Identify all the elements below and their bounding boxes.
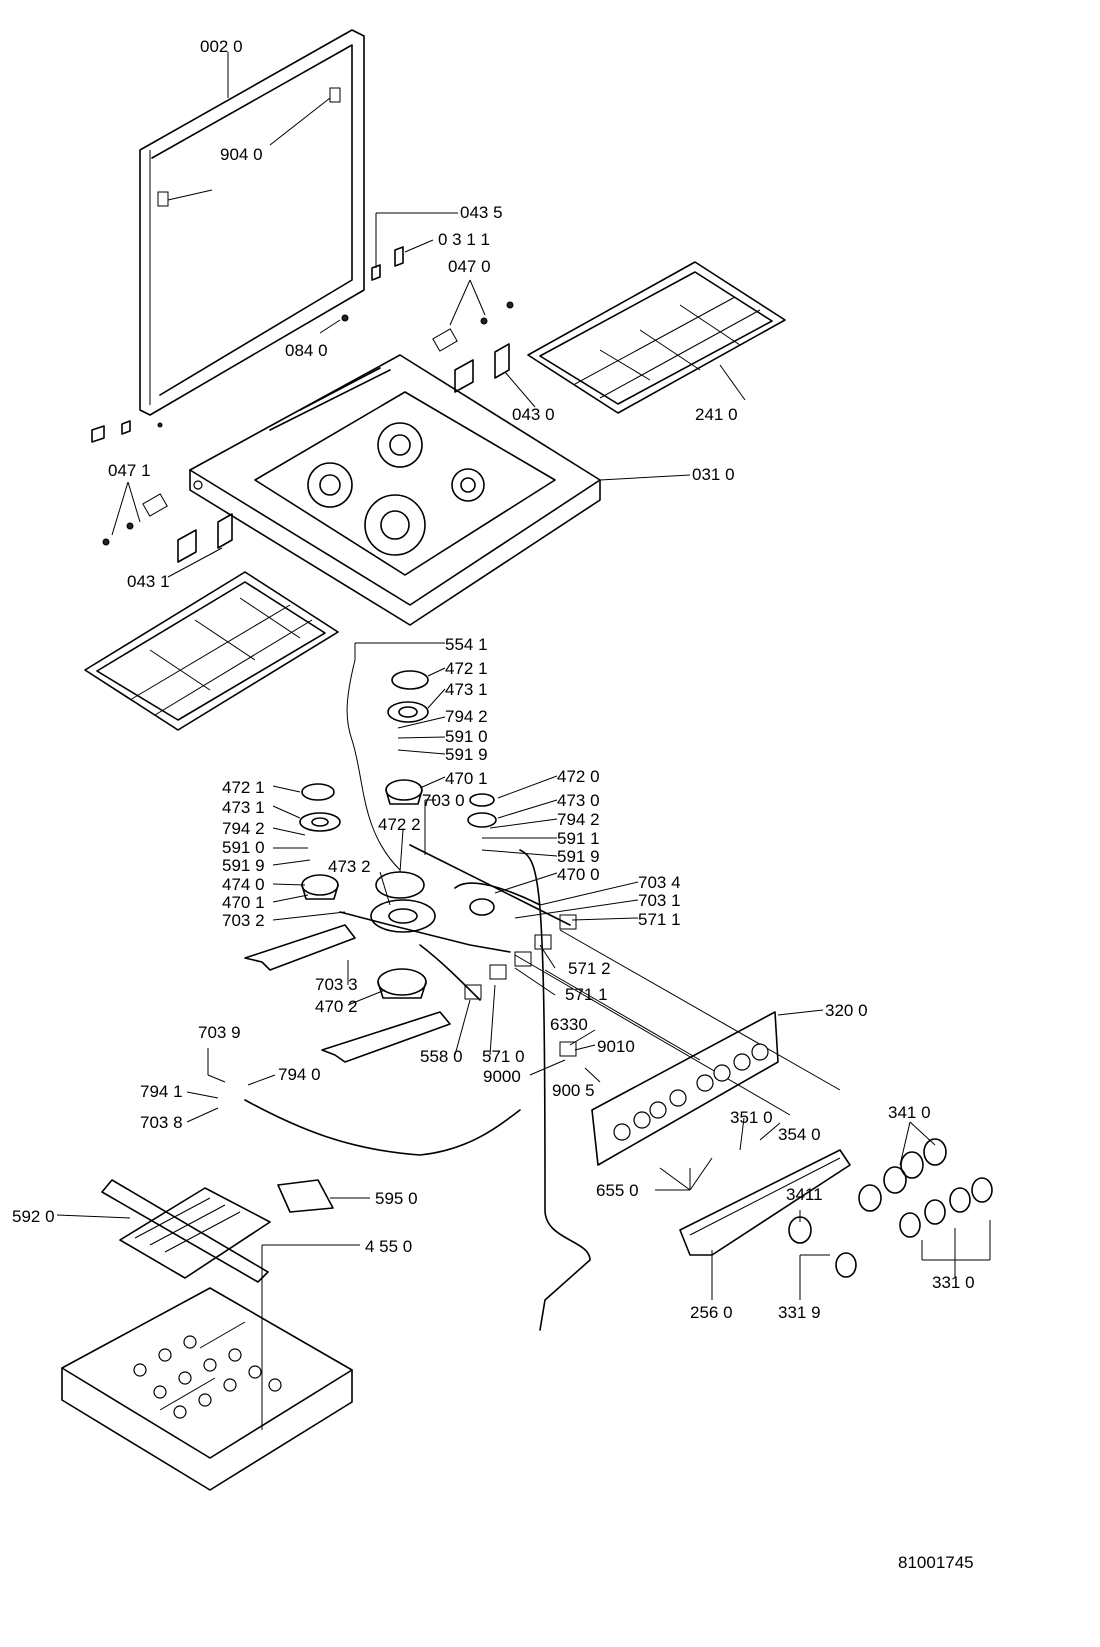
burner-large-center	[370, 871, 436, 999]
part-label: 794 2	[557, 810, 600, 829]
part-label: 794 2	[445, 707, 488, 726]
part-label: 472 1	[222, 778, 265, 797]
part-label: 703 0	[422, 791, 465, 810]
part-label: 043 1	[127, 572, 170, 591]
part-label: 571 1	[565, 985, 608, 1004]
part-label: 703 8	[140, 1113, 183, 1132]
part-label: 331 0	[932, 1273, 975, 1292]
part-label: 794 2	[222, 819, 265, 838]
part-label: 047 1	[108, 461, 151, 480]
part-label: 794 0	[278, 1065, 321, 1084]
oven-burner	[101, 1179, 271, 1283]
part-label: 703 9	[198, 1023, 241, 1042]
part-label: 558 0	[420, 1047, 463, 1066]
part-label: 256 0	[690, 1303, 733, 1322]
part-label: 470 2	[315, 997, 358, 1016]
part-label: 472 1	[445, 659, 488, 678]
part-label: 9000	[483, 1067, 521, 1086]
part-label: 031 0	[692, 465, 735, 484]
hinge-parts	[102, 246, 514, 563]
part-label: 794 1	[140, 1082, 183, 1101]
part-label: 592 0	[12, 1207, 55, 1226]
burner-left	[299, 783, 341, 900]
flame-brackets	[244, 924, 451, 1063]
part-label: 571 2	[568, 959, 611, 978]
part-label: 473 0	[557, 791, 600, 810]
part-label: 470 0	[557, 865, 600, 884]
gas-valves	[464, 914, 577, 1057]
part-label: 703 3	[315, 975, 358, 994]
part-label: 473 1	[222, 798, 265, 817]
front-trim	[679, 1149, 851, 1256]
part-label: 473 1	[445, 680, 488, 699]
part-label: 473 2	[328, 857, 371, 876]
part-label: 472 0	[557, 767, 600, 786]
pan-support-lower	[84, 571, 339, 731]
part-label: 4 55 0	[365, 1237, 412, 1256]
part-label: 354 0	[778, 1125, 821, 1144]
part-label: 591 0	[445, 727, 488, 746]
oven-tray	[61, 1287, 353, 1491]
part-label: 351 0	[730, 1108, 773, 1127]
spark-module	[277, 1179, 334, 1213]
part-label: 331 9	[778, 1303, 821, 1322]
part-label: 002 0	[200, 37, 243, 56]
part-label: 571 0	[482, 1047, 525, 1066]
part-label: 703 4	[638, 873, 681, 892]
pan-support-upper	[527, 261, 786, 414]
control-panel	[591, 1011, 779, 1166]
part-label: 043 0	[512, 405, 555, 424]
part-label: 554 1	[445, 635, 488, 654]
part-label: 591 9	[557, 847, 600, 866]
part-label: 591 9	[445, 745, 488, 764]
burner-rear-center	[385, 670, 429, 805]
part-label: 470 1	[445, 769, 488, 788]
part-label: 595 0	[375, 1189, 418, 1208]
part-label: 474 0	[222, 875, 265, 894]
burner-right	[467, 793, 497, 916]
part-label: 320 0	[825, 1001, 868, 1020]
part-label: 591 0	[222, 838, 265, 857]
cooktop-body	[189, 354, 601, 626]
part-label: 9010	[597, 1037, 635, 1056]
part-label: 043 5	[460, 203, 503, 222]
gas-manifold	[244, 844, 841, 1331]
leader-lines	[56, 52, 991, 1430]
part-label: 0 3 1 1	[438, 230, 490, 249]
part-labels: 002 0 904 0 043 5 0 3 1 1 047 0 084 0 04…	[12, 37, 975, 1322]
part-label: 571 1	[638, 910, 681, 929]
part-label: 472 2	[378, 815, 421, 834]
document-number: 81001745	[898, 1553, 974, 1572]
part-label: 655 0	[596, 1181, 639, 1200]
part-label: 3411	[786, 1185, 823, 1204]
part-label: 591 1	[557, 829, 600, 848]
part-label: 591 9	[222, 856, 265, 875]
part-label: 900 5	[552, 1081, 595, 1100]
part-label: 341 0	[888, 1103, 931, 1122]
part-label: 703 2	[222, 911, 265, 930]
part-label: 703 1	[638, 891, 681, 910]
part-label: 470 1	[222, 893, 265, 912]
part-label: 6330	[550, 1015, 588, 1034]
rear-panel	[91, 29, 365, 443]
part-label: 241 0	[695, 405, 738, 424]
part-label: 084 0	[285, 341, 328, 360]
thermocouple-wire	[346, 659, 401, 871]
part-label: 047 0	[448, 257, 491, 276]
part-label: 904 0	[220, 145, 263, 164]
